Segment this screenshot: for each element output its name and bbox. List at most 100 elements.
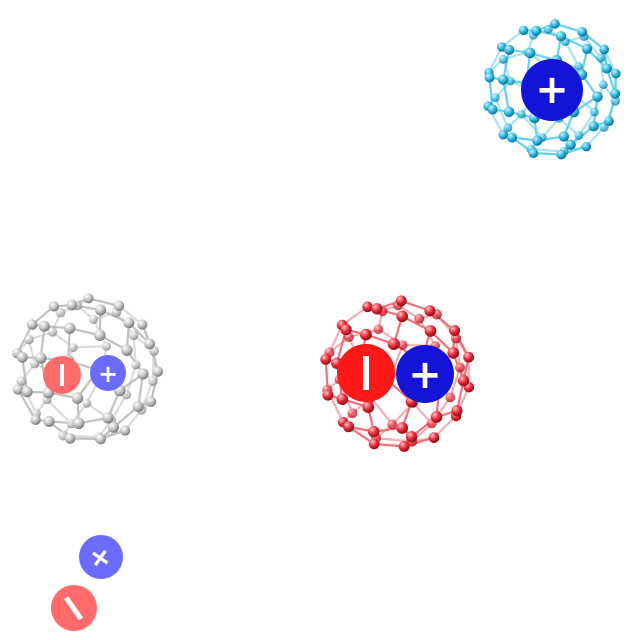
gray-negative-ion-sign	[60, 364, 64, 386]
gray-fullerene: +	[12, 293, 164, 445]
cyan-positive-ion-sign: +	[535, 67, 569, 113]
free-negative-ion-sign	[64, 596, 84, 621]
gray-fullerene-atom	[43, 415, 55, 427]
gray-fullerene-atom	[23, 334, 34, 345]
cyan-fullerene-atom	[484, 72, 495, 83]
cyan-fullerene-bond	[520, 113, 544, 139]
red-fullerene-atom	[398, 340, 408, 350]
gray-fullerene-atom	[73, 417, 85, 429]
gray-fullerene-atom	[21, 386, 33, 398]
cyan-fullerene-bond	[577, 111, 596, 137]
gray-fullerene-atom	[82, 398, 92, 408]
cyan-fullerene-atom	[498, 54, 508, 64]
red-fullerene-bond	[370, 396, 394, 426]
cyan-fullerene: +	[483, 19, 621, 160]
cyan-fullerene-atom	[550, 19, 560, 29]
cyan-fullerene-atom	[598, 80, 608, 90]
gray-fullerene-atom	[12, 384, 24, 395]
gray-fullerene-atom	[128, 330, 139, 341]
red-fullerene-atom	[414, 313, 425, 324]
cyan-fullerene-atom	[543, 24, 553, 34]
gray-fullerene-atom	[144, 338, 156, 350]
gray-fullerene-bond	[132, 335, 137, 365]
cyan-fullerene-atom	[599, 44, 610, 55]
red-fullerene-atom	[320, 353, 332, 365]
cyan-fullerene-bond	[502, 79, 511, 113]
red-negative-ion-sign	[363, 356, 369, 390]
cyan-fullerene-atom	[592, 91, 603, 102]
red-fullerene-atom	[454, 362, 465, 373]
gray-fullerene-atom	[16, 376, 27, 387]
red-fullerene-atom	[430, 411, 443, 423]
gray-fullerene-atom	[47, 327, 58, 337]
gray-fullerene-atom	[63, 322, 76, 334]
gray-fullerene-atom	[94, 329, 106, 341]
gray-fullerene-atom	[119, 425, 131, 436]
red-fullerene-atom	[362, 401, 375, 414]
cyan-fullerene-atom	[531, 25, 542, 36]
gray-fullerene-atom	[137, 319, 148, 330]
gray-fullerene-atom	[16, 351, 28, 363]
gray-fullerene-atom	[152, 366, 164, 377]
red-fullerene-atom	[387, 419, 398, 430]
cyan-fullerene-atom	[574, 131, 584, 140]
cyan-fullerene-atom	[498, 129, 509, 140]
gray-fullerene-bond	[20, 380, 38, 414]
red-fullerene-atom	[405, 431, 418, 443]
gray-fullerene-atom	[94, 304, 107, 316]
red-fullerene-atom	[447, 347, 459, 359]
gray-fullerene-atom	[71, 392, 84, 404]
cyan-fullerene-atom	[517, 109, 526, 119]
red-fullerene-bond	[375, 436, 413, 443]
free-positive-ion-disc	[79, 535, 123, 579]
cyan-positive-ion: +	[521, 59, 583, 121]
cyan-fullerene-atom	[518, 25, 529, 36]
red-fullerene-atom	[463, 351, 474, 363]
gray-fullerene-atom	[88, 314, 99, 325]
gray-fullerene-bond	[46, 398, 73, 425]
cyan-fullerene-atom	[610, 88, 621, 99]
red-fullerene-atom	[395, 295, 407, 307]
red-positive-ion-sign: +	[408, 352, 442, 398]
cyan-fullerene-atom	[574, 62, 583, 71]
cyan-fullerene-atom	[524, 47, 536, 59]
red-fullerene-atom	[396, 422, 409, 434]
gray-fullerene-bond	[73, 345, 107, 349]
cyan-fullerene-atom	[596, 53, 606, 63]
cyan-fullerene-atom	[507, 132, 518, 143]
cyan-fullerene-atom	[581, 43, 593, 54]
red-fullerene-atom	[424, 325, 437, 337]
gray-positive-ion-disc	[90, 355, 126, 391]
cyan-fullerene-atom	[577, 26, 588, 37]
cyan-fullerene-bond	[494, 97, 509, 129]
gray-fullerene-atom	[147, 376, 158, 386]
free-negative-ion	[51, 585, 97, 631]
cyan-fullerene-atom	[487, 104, 498, 115]
gray-negative-ion	[43, 356, 81, 394]
red-fullerene-atom	[424, 305, 436, 317]
cyan-fullerene-atom	[528, 148, 539, 159]
gray-fullerene-atom	[107, 421, 120, 433]
free-ion-pair: +	[51, 535, 123, 631]
red-fullerene-atom	[371, 303, 383, 315]
cyan-fullerene-atom	[555, 31, 567, 42]
red-fullerene-atom	[449, 325, 461, 337]
cyan-fullerene-atom	[603, 116, 614, 127]
gray-fullerene-bond	[21, 357, 29, 392]
cyan-fullerene-atom	[565, 139, 576, 150]
red-fullerene-atom	[368, 438, 380, 450]
red-fullerene-atom	[428, 432, 440, 443]
cyan-fullerene-atom	[497, 74, 509, 85]
gray-fullerene-atom	[121, 344, 133, 356]
red-fullerene: +	[320, 295, 475, 452]
cyan-fullerene-atom	[611, 68, 621, 79]
cyan-fullerene-atoms	[483, 19, 621, 160]
red-fullerene-bond	[449, 367, 462, 398]
cyan-fullerene-atom	[504, 44, 515, 55]
gray-fullerene-atom	[145, 396, 157, 407]
gray-fullerene-atom	[30, 414, 41, 426]
gray-fullerene-atom	[101, 341, 112, 351]
red-fullerene-atom	[360, 328, 372, 341]
red-fullerene-atom	[451, 405, 463, 417]
cyan-fullerene-atom	[558, 131, 570, 142]
